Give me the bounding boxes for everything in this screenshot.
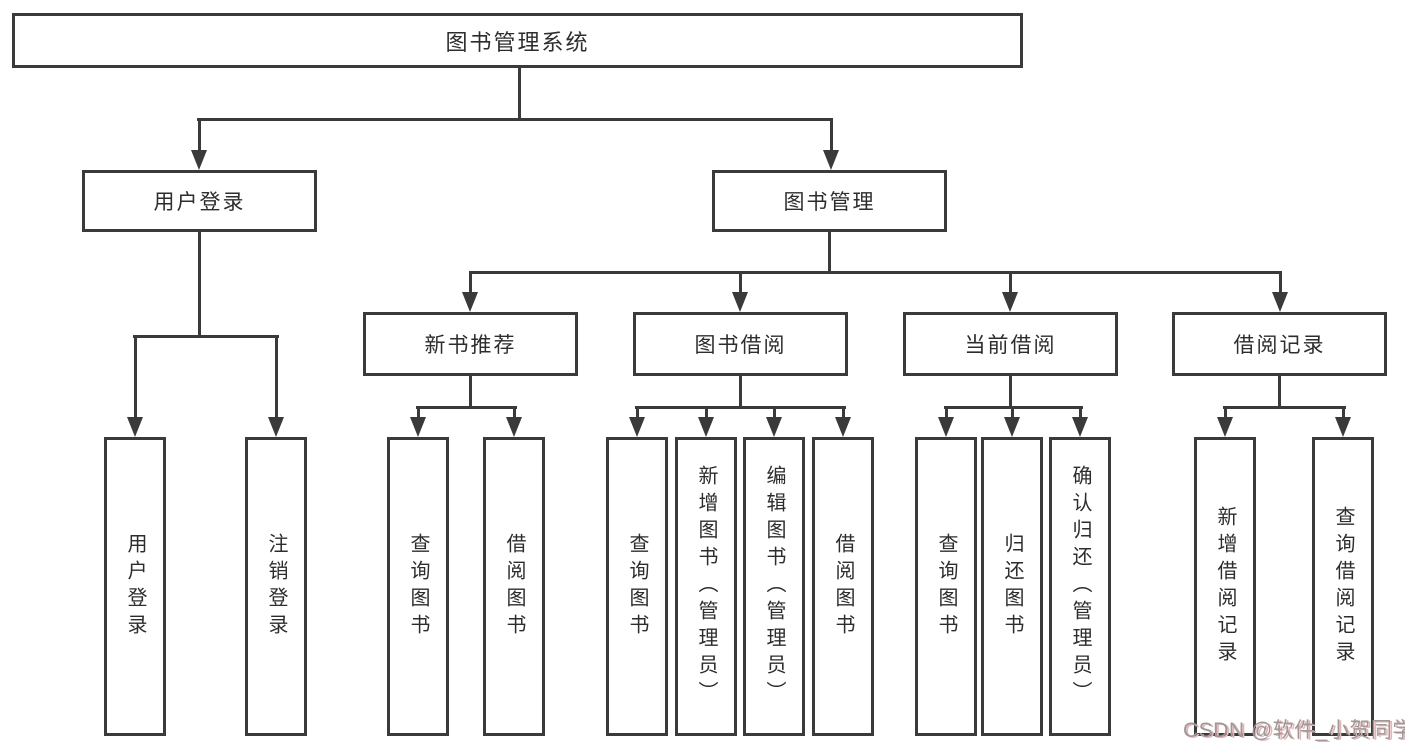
connector-line <box>133 336 137 417</box>
node-label: 图书管理 <box>783 191 876 214</box>
node-label: 用户登录 <box>153 191 246 214</box>
leaf-label: 借阅图书 <box>832 532 854 641</box>
connector-line <box>841 407 845 417</box>
leaf-label: 确认归还（管理员） <box>1069 465 1091 708</box>
node-book-management: 图书管理 <box>712 170 947 232</box>
arrow-down-icon <box>506 417 522 437</box>
connector-line <box>416 405 517 409</box>
connector-line <box>1010 407 1014 417</box>
leaf-edit-book-admin: 编辑图书（管理员） <box>743 437 805 736</box>
arrow-down-icon <box>1002 292 1018 312</box>
arrow-down-icon <box>835 417 851 437</box>
connector-line <box>1078 407 1082 417</box>
connector-line <box>1341 407 1345 417</box>
connector-line <box>274 336 278 417</box>
connector-line <box>416 407 420 417</box>
connector-line <box>1223 407 1227 417</box>
leaf-user-login: 用户登录 <box>104 437 166 736</box>
connector-line <box>738 376 742 409</box>
connector-line <box>517 68 521 121</box>
connector-line <box>469 270 1282 274</box>
leaf-label: 查询借阅记录 <box>1332 505 1354 668</box>
connector-line <box>468 376 472 409</box>
node-label: 当前借阅 <box>964 334 1057 357</box>
leaf-add-book-admin: 新增图书（管理员） <box>675 437 737 736</box>
connector-line <box>1008 272 1012 292</box>
arrow-down-icon <box>462 292 478 312</box>
leaf-query-borrow-record: 查询借阅记录 <box>1312 437 1374 736</box>
leaf-borrow-books-1: 借阅图书 <box>483 437 545 736</box>
arrow-down-icon <box>732 292 748 312</box>
connector-line <box>1278 272 1282 292</box>
leaf-query-books-3: 查询图书 <box>915 437 977 736</box>
connector-line <box>512 407 516 417</box>
connector-line <box>944 407 948 417</box>
connector-line <box>197 119 201 150</box>
leaf-label: 查询图书 <box>407 532 429 641</box>
arrow-down-icon <box>823 150 839 170</box>
leaf-label: 借阅图书 <box>503 532 525 641</box>
connector-line <box>635 405 846 409</box>
connector-line <box>704 407 708 417</box>
connector-line <box>827 232 831 274</box>
leaf-label: 查询图书 <box>935 532 957 641</box>
arrow-down-icon <box>1272 292 1288 312</box>
leaf-query-books-2: 查询图书 <box>606 437 668 736</box>
leaf-label: 归还图书 <box>1001 532 1023 641</box>
node-new-book-recommend: 新书推荐 <box>363 312 578 376</box>
node-label: 图书管理系统 <box>445 29 590 55</box>
arrow-down-icon <box>268 417 284 437</box>
connector-line <box>829 119 833 150</box>
node-library-management-system: 图书管理系统 <box>12 13 1023 68</box>
arrow-down-icon <box>410 417 426 437</box>
connector-line <box>738 272 742 292</box>
arrow-down-icon <box>191 150 207 170</box>
arrow-down-icon <box>766 417 782 437</box>
connector-line <box>197 117 833 121</box>
arrow-down-icon <box>1217 417 1233 437</box>
csdn-watermark: CSDN @软件_小贺同学 <box>1183 719 1405 742</box>
arrow-down-icon <box>1072 417 1088 437</box>
connector-line <box>944 405 1083 409</box>
connector-line <box>772 407 776 417</box>
leaf-label: 编辑图书（管理员） <box>763 465 785 708</box>
arrow-down-icon <box>127 417 143 437</box>
node-label: 图书借阅 <box>694 334 787 357</box>
arrow-down-icon <box>938 417 954 437</box>
arrow-down-icon <box>698 417 714 437</box>
arrow-down-icon <box>629 417 645 437</box>
leaf-add-borrow-record: 新增借阅记录 <box>1194 437 1256 736</box>
leaf-return-books: 归还图书 <box>981 437 1043 736</box>
leaf-label: 新增图书（管理员） <box>695 465 717 708</box>
leaf-label: 查询图书 <box>626 532 648 641</box>
connector-line <box>635 407 639 417</box>
node-label: 新书推荐 <box>424 334 517 357</box>
connector-line <box>1008 376 1012 409</box>
connector-line <box>468 272 472 292</box>
leaf-query-books-1: 查询图书 <box>387 437 449 736</box>
connector-line <box>133 334 279 338</box>
connector-line <box>1277 376 1281 409</box>
node-book-borrowing: 图书借阅 <box>633 312 848 376</box>
node-borrowing-records: 借阅记录 <box>1172 312 1387 376</box>
node-current-borrowing: 当前借阅 <box>903 312 1118 376</box>
leaf-label: 用户登录 <box>124 532 146 641</box>
leaf-borrow-books-2: 借阅图书 <box>812 437 874 736</box>
node-user-login: 用户登录 <box>82 170 317 232</box>
leaf-confirm-return-admin: 确认归还（管理员） <box>1049 437 1111 736</box>
node-label: 借阅记录 <box>1233 334 1326 357</box>
arrow-down-icon <box>1335 417 1351 437</box>
connector-line <box>1223 405 1346 409</box>
arrow-down-icon <box>1004 417 1020 437</box>
leaf-label: 新增借阅记录 <box>1214 505 1236 668</box>
leaf-label: 注销登录 <box>265 532 287 641</box>
leaf-logout: 注销登录 <box>245 437 307 736</box>
connector-line <box>197 232 201 338</box>
